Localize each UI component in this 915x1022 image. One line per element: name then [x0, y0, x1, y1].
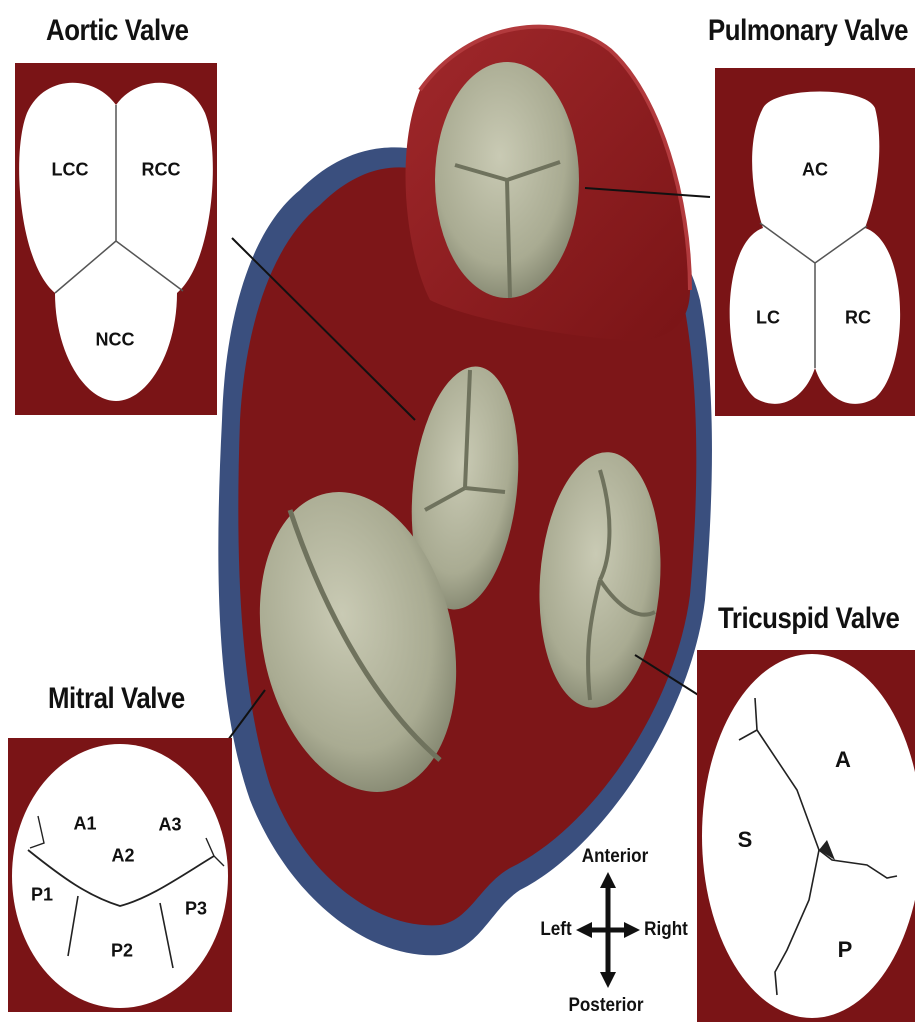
- mitral-scallop-p1: P1: [31, 885, 53, 906]
- aortic-cusp-ncc: NCC: [96, 330, 135, 351]
- aortic-valve-title: Aortic Valve: [46, 14, 189, 48]
- tricuspid-valve-title: Tricuspid Valve: [718, 602, 899, 636]
- mitral-valve-panel: A1 A2 A3 P1 P2 P3: [8, 738, 232, 1012]
- compass-anterior-label: Anterior: [582, 846, 649, 868]
- tricuspid-leaflet-s: S: [738, 827, 753, 853]
- orientation-compass: [576, 872, 640, 988]
- aortic-valve-panel: LCC RCC NCC: [15, 63, 217, 415]
- tricuspid-valve-panel: A S P: [697, 650, 915, 1022]
- tricuspid-leaflet-p: P: [838, 937, 853, 963]
- compass-right-label: Right: [644, 919, 688, 941]
- aortic-cusp-rcc: RCC: [142, 160, 181, 181]
- pulmonary-valve-title: Pulmonary Valve: [708, 14, 908, 48]
- pulmonary-cusp-ac: AC: [802, 160, 828, 181]
- mitral-scallop-p3: P3: [185, 899, 207, 920]
- mitral-scallop-a2: A2: [111, 846, 134, 867]
- mitral-valve-title: Mitral Valve: [48, 682, 185, 716]
- mitral-scallop-p2: P2: [111, 941, 133, 962]
- mitral-scallop-a3: A3: [158, 815, 181, 836]
- pulmonary-cusp-rc: RC: [845, 308, 871, 329]
- tricuspid-annulus: [702, 654, 915, 1018]
- pulmonary-valve-panel: AC LC RC: [715, 68, 915, 416]
- pulmonary-cusp-lc: LC: [756, 308, 780, 329]
- tricuspid-leaflet-a: A: [835, 747, 851, 773]
- mitral-scallop-a1: A1: [73, 814, 96, 835]
- aortic-cusp-lcc: LCC: [52, 160, 89, 181]
- mitral-annulus: [12, 744, 228, 1008]
- compass-left-label: Left: [540, 919, 571, 941]
- compass-posterior-label: Posterior: [568, 995, 643, 1017]
